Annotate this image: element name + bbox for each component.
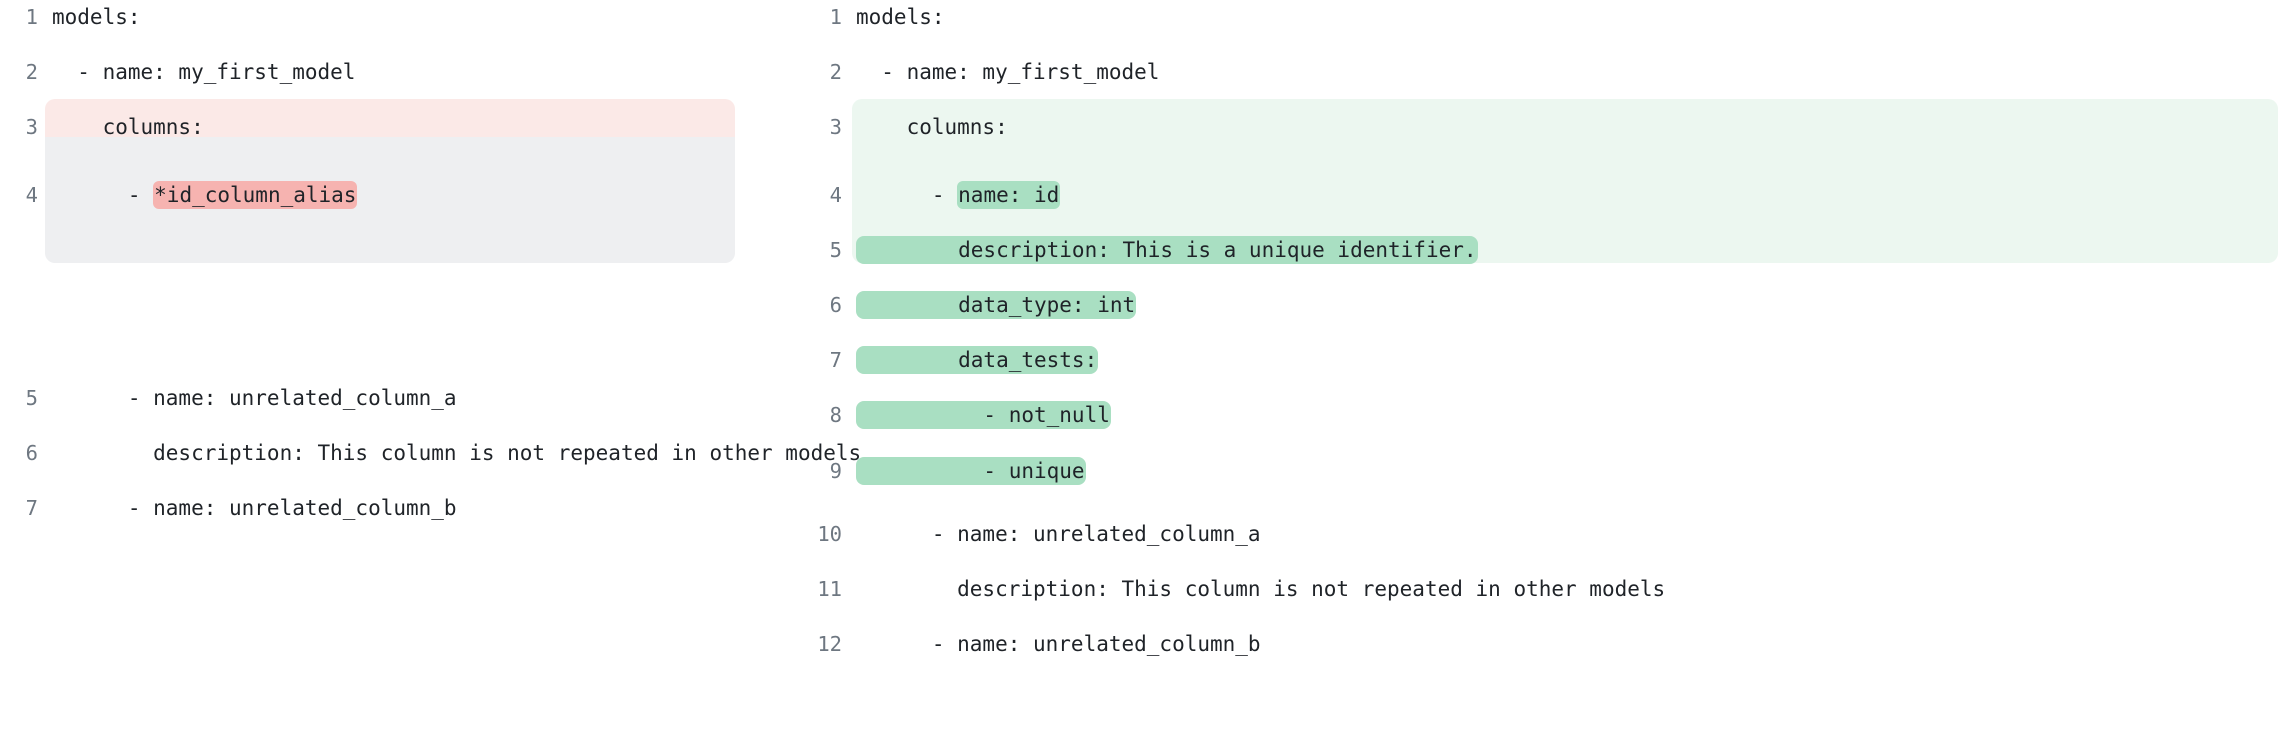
code-line-added[interactable]: 7 data_tests: [800,346,2278,375]
code-line-added[interactable]: 4 - name: id [800,180,2278,209]
code-line[interactable]: 10 - name: unrelated_column_a [800,521,2278,548]
code-lines-before: 1 models: 2 - name: my_first_model 3 col… [0,0,862,520]
line-number: 2 [25,60,38,85]
code-line-added[interactable]: 8 - not_null [800,401,2278,430]
added-token-highlight: name: id [957,180,1061,209]
removed-line-highlight-band [45,99,735,137]
code-diff-viewer: 1 models: 2 - name: my_first_model 3 col… [0,0,2278,656]
code-line[interactable]: 1 models: [0,4,800,31]
line-number: 4 [25,182,38,207]
line-number: 3 [829,115,842,140]
code-line[interactable]: 5 - name: unrelated_column_a [0,385,800,412]
line-content: description: This column is not repeated… [52,440,862,465]
code-line-added[interactable]: 9 - unique [800,456,2278,485]
line-content: - name: my_first_model [856,60,1160,85]
line-indent-prefix: - [856,182,958,207]
line-content: description: This column is not repeated… [856,576,1666,601]
added-token-highlight: description: This is a unique identifier… [856,235,1478,264]
line-number: 2 [829,60,842,85]
added-token-highlight: - unique [856,456,1086,485]
line-content: description: This is a unique identifier… [856,235,1478,264]
line-number: 5 [829,237,842,262]
added-lines-highlight-block [852,99,2278,263]
line-number: 5 [25,385,38,410]
diff-panel-before: 1 models: 2 - name: my_first_model 3 col… [0,0,862,528]
code-line[interactable]: 3 columns: [0,114,800,141]
line-number: 1 [829,5,842,29]
line-content: - name: my_first_model [52,60,356,85]
diff-panel-after: 1 models: 2 - name: my_first_model 3 col… [800,0,2278,656]
code-line[interactable]: 2 - name: my_first_model [0,59,800,86]
line-content: - name: unrelated_column_b [52,496,457,521]
line-number: 12 [817,632,842,657]
line-number: 7 [25,496,38,521]
line-content: columns: [52,115,204,140]
line-content: - not_null [856,401,1111,430]
line-number: 11 [817,576,842,601]
line-indent-prefix: - [52,182,154,207]
code-line[interactable]: 6 description: This column is not repeat… [0,440,862,467]
line-number: 1 [25,5,38,29]
line-number: 9 [829,458,842,483]
added-token-highlight: data_type: int [856,290,1137,319]
added-token-highlight: data_tests: [856,346,1099,375]
line-number: 7 [829,348,842,373]
line-number: 10 [817,521,842,546]
code-line[interactable]: 2 - name: my_first_model [800,59,2278,86]
line-number: 4 [829,182,842,207]
line-content: models: [52,5,141,29]
line-content: data_type: int [856,290,1137,319]
line-number: 6 [829,292,842,317]
line-content: - name: id [856,180,1061,209]
line-content: data_tests: [856,346,1099,375]
code-line[interactable]: 12 - name: unrelated_column_b [800,631,2278,658]
line-content: - *id_column_alias [52,180,358,209]
code-line-added[interactable]: 6 data_type: int [800,290,2278,319]
line-content: - name: unrelated_column_a [856,521,1261,546]
line-content: - name: unrelated_column_b [856,632,1261,657]
added-token-highlight: - not_null [856,401,1111,430]
line-content: - unique [856,456,1086,485]
line-content: models: [856,5,945,29]
code-line-removed[interactable]: 4 - *id_column_alias [0,180,800,209]
code-line[interactable]: 7 - name: unrelated_column_b [0,495,800,522]
code-line[interactable]: 3 columns: [800,114,2278,141]
code-line[interactable]: 1 models: [800,4,2278,31]
line-content: - name: unrelated_column_a [52,385,457,410]
code-lines-after: 1 models: 2 - name: my_first_model 3 col… [800,0,2278,656]
removed-token-highlight: *id_column_alias [153,180,358,209]
code-line-added[interactable]: 5 description: This is a unique identifi… [800,235,2278,264]
code-line[interactable]: 11 description: This column is not repea… [800,576,2278,603]
line-number: 8 [829,403,842,428]
line-content: columns: [856,115,1008,140]
line-number: 3 [25,115,38,140]
line-number: 6 [25,440,38,465]
